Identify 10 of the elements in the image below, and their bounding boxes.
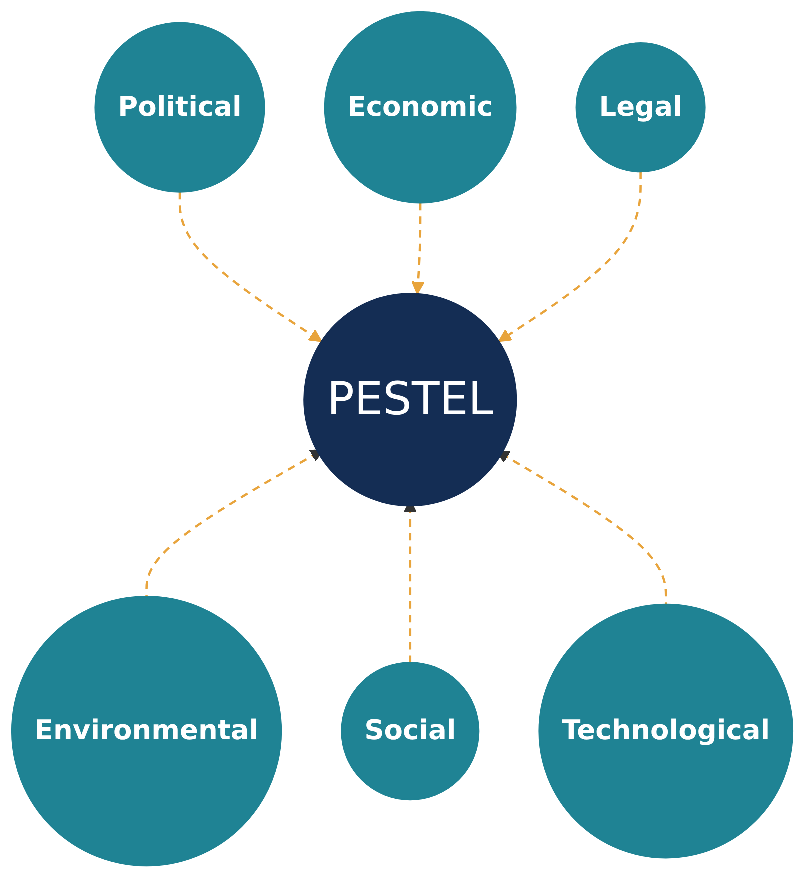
arrow [412, 203, 425, 295]
arrow [178, 192, 322, 342]
node-circle: PESTEL [304, 293, 518, 507]
arrow [498, 172, 642, 342]
node-circle: Environmental [11, 596, 282, 867]
node-circle: Economic [324, 11, 517, 204]
node-circle: Legal [576, 42, 706, 173]
node-circle: Technological [538, 604, 794, 859]
node-circle: Social [341, 662, 480, 801]
node-circle: Political [94, 22, 266, 193]
